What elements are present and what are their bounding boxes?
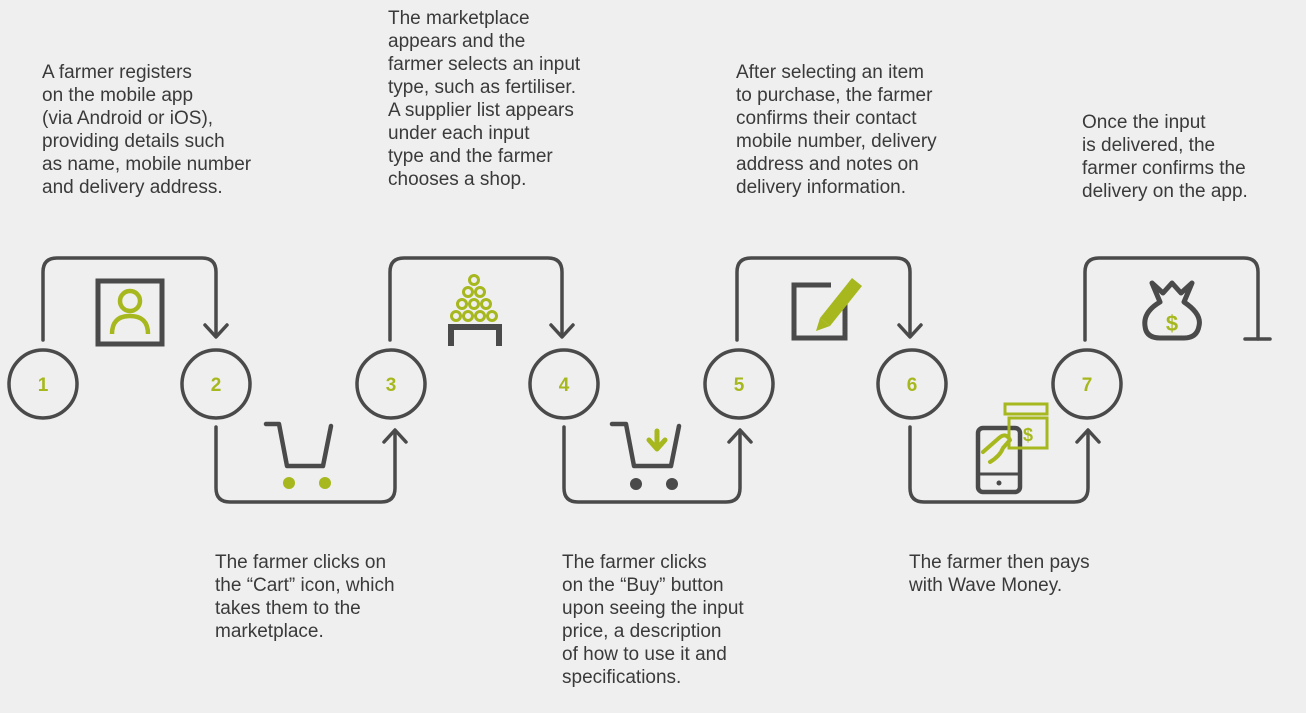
step-6-description: The farmer then pays with Wave Money. xyxy=(909,552,1090,596)
cart-icon xyxy=(263,421,334,489)
step-2-circle xyxy=(180,348,252,420)
connector-5-6 xyxy=(735,256,912,342)
arrowhead-3 xyxy=(382,428,408,444)
step-2-number: 2 xyxy=(211,375,222,396)
money-bag-icon: $ xyxy=(1142,280,1202,341)
step-6-number: 6 xyxy=(907,375,918,396)
connector-4-5 xyxy=(562,425,742,504)
step-4-number: 4 xyxy=(559,375,570,396)
step-7-circle xyxy=(1051,348,1123,420)
step-5-number: 5 xyxy=(734,375,745,396)
buy-cart-icon xyxy=(609,421,682,490)
arrowhead-2 xyxy=(203,323,229,339)
mobile-payment-icon: $ xyxy=(975,402,1049,495)
arrowhead-4 xyxy=(549,323,575,339)
edit-form-icon xyxy=(791,278,862,341)
step-6-circle xyxy=(876,348,948,420)
step-5-description: After selecting an item to purchase, the… xyxy=(736,62,937,198)
step-5-circle xyxy=(703,348,775,420)
connector-6-7 xyxy=(908,425,1090,504)
step-4-circle xyxy=(528,348,600,420)
connector-3-4 xyxy=(388,256,564,342)
step-2-description: The farmer clicks on the “Cart” icon, wh… xyxy=(215,552,395,642)
step-7-description: Once the input is delivered, the farmer … xyxy=(1082,112,1248,202)
arrowhead-5 xyxy=(727,428,753,444)
step-7-number: 7 xyxy=(1082,375,1093,396)
step-3-number: 3 xyxy=(386,375,397,396)
arrowhead-7 xyxy=(1075,428,1101,444)
step-3-circle xyxy=(355,348,427,420)
connector-2-3 xyxy=(214,425,397,504)
arrowhead-6 xyxy=(897,323,923,339)
step-1-number: 1 xyxy=(38,375,49,396)
svg-text:$: $ xyxy=(1023,425,1033,445)
step-1-description: A farmer registers on the mobile app (vi… xyxy=(42,62,252,198)
step-4-description: The farmer clicks on the “Buy” button up… xyxy=(562,552,744,688)
svg-text:$: $ xyxy=(1166,311,1178,336)
connector-1-2 xyxy=(41,256,218,342)
connector-7-end xyxy=(1083,256,1260,342)
step-3-description: The marketplace appears and the farmer s… xyxy=(388,8,581,190)
registration-profile-icon xyxy=(95,278,165,347)
marketplace-produce-icon xyxy=(448,274,502,346)
step-1-circle xyxy=(7,348,79,420)
